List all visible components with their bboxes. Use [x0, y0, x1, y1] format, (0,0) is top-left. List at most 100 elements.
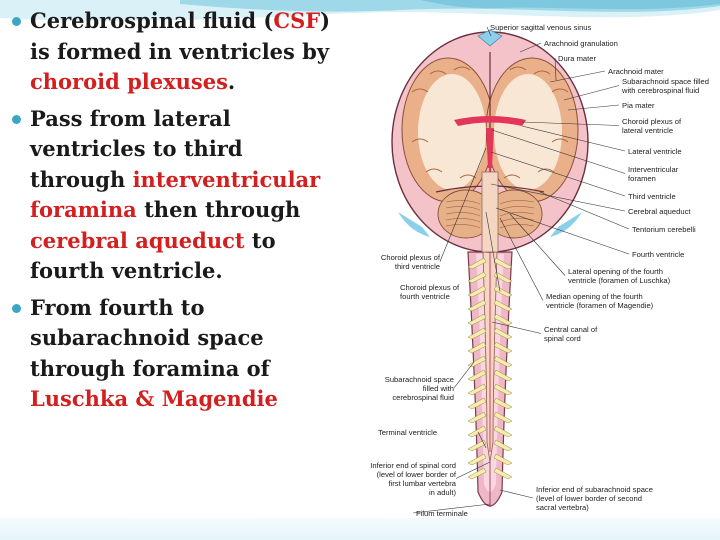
- nerve-root-left: [467, 285, 487, 298]
- nerve-root-right: [493, 285, 513, 298]
- bullet-text: ) is formed in ventricles by: [30, 8, 331, 64]
- diagram-label-text: Tentorium cerebelli: [632, 225, 696, 234]
- folium-line: [445, 212, 481, 217]
- bullet-dot-icon: [12, 17, 21, 26]
- cortical-gyri: [411, 66, 569, 179]
- diagram-label-text: lateral ventricle: [622, 126, 673, 135]
- highlighted-term: CSF: [273, 8, 321, 33]
- diagram-label-text: Lateral opening of the fourth: [568, 267, 663, 276]
- gyrus-fold: [459, 174, 477, 179]
- diagram-label-text: Median opening of the fourth: [546, 292, 643, 301]
- folium-line: [499, 224, 535, 229]
- right-white-matter: [494, 74, 562, 190]
- bullet-text: then through: [136, 197, 301, 222]
- diagram-label-text: Choroid plexus of: [400, 283, 460, 292]
- nerve-root-right: [493, 453, 513, 466]
- folium-line: [499, 206, 535, 211]
- folium-line: [445, 218, 481, 223]
- diagram-label-text: Lateral ventricle: [628, 147, 682, 156]
- brainstem: [481, 171, 499, 253]
- diagram-label-text: sacral vertebra): [536, 503, 589, 512]
- diagram-label-text: ventricle (foramen of Luschka): [568, 276, 671, 285]
- highlighted-term: Luschka & Magendie: [30, 386, 278, 411]
- label-leader-line: [519, 42, 542, 53]
- label-leader-line: [521, 121, 620, 126]
- highlighted-term: cerebral aqueduct: [30, 227, 245, 253]
- nerve-root-left: [467, 257, 487, 270]
- folium-line: [499, 218, 535, 223]
- nerve-root-right: [493, 397, 513, 410]
- nerve-root-left: [467, 383, 487, 396]
- label-leader-line: [495, 207, 630, 255]
- label-leader-line: [549, 70, 606, 83]
- bullet-dot-icon: [12, 303, 21, 313]
- folium-line: [499, 200, 535, 205]
- nerve-root-left: [467, 425, 487, 438]
- label-leader-line: [477, 431, 487, 449]
- diagram-label-text: Central canal of: [544, 325, 598, 334]
- nerve-root-left: [467, 467, 487, 480]
- subarachnoid-csf-right: [550, 212, 582, 237]
- diagram-label-text: Inferior end of spinal cord: [370, 461, 456, 470]
- subarachnoid-csf-left: [398, 212, 430, 237]
- diagram-label-text: spinal cord: [544, 334, 581, 343]
- bullet-text: to fourth ventricle.: [30, 227, 276, 284]
- label-leader-line: [485, 211, 501, 292]
- nerve-root-left: [467, 313, 487, 326]
- label-leader-line: [453, 361, 475, 389]
- spinal-nerve-roots: [467, 257, 513, 480]
- label-leader-line: [539, 191, 630, 230]
- nerve-root-left: [467, 439, 487, 452]
- label-leader-line: [439, 147, 487, 262]
- diagram-label-text: with cerebrospinal fluid: [621, 86, 699, 95]
- gyrus-fold: [503, 174, 521, 179]
- diagram-canvas: Superior sagittal venous sinusArachnoid …: [370, 23, 709, 518]
- diagram-label-text: first lumbar vertebra: [388, 479, 456, 488]
- left-white-matter: [418, 74, 486, 190]
- folium-line: [499, 212, 535, 217]
- gyrus-fold: [411, 138, 429, 143]
- diagram-label-text: in adult): [429, 488, 456, 497]
- diagram-label-text: third ventricle: [395, 262, 440, 271]
- label-leader-line: [563, 85, 620, 101]
- diagram-label-text: (level of lower border of: [377, 470, 457, 479]
- bullet-text: From fourth to subarachnoid space throug…: [30, 294, 270, 381]
- diagram-label-text: filled with: [423, 384, 454, 393]
- diagram-label-text: cerebrospinal fluid: [392, 393, 454, 402]
- diagram-label-text: Arachnoid mater: [608, 67, 664, 76]
- nerve-root-left: [467, 299, 487, 312]
- bullet-item: From fourth to subarachnoid space throug…: [10, 293, 345, 415]
- diagram-label-text: Dura mater: [558, 54, 596, 63]
- nerve-root-right: [493, 383, 513, 396]
- diagram-label-text: foramen: [628, 174, 656, 183]
- gyrus-fold: [537, 168, 555, 173]
- top-decorative-band: [0, 0, 720, 30]
- label-leader-line: [499, 489, 534, 499]
- bullet-text: Cerebrospinal fluid (: [30, 8, 274, 33]
- nerve-root-left: [467, 453, 487, 466]
- diagram-label-text: Choroid plexus of: [381, 253, 441, 262]
- nerve-root-right: [493, 327, 513, 340]
- nerve-root-right: [493, 411, 513, 424]
- highlighted-term: interventricular foramina: [30, 166, 321, 223]
- third-ventricle: [486, 128, 494, 168]
- diagram-label-text: fourth ventricle: [400, 292, 450, 301]
- diagram-label-text: Pia mater: [622, 101, 655, 110]
- diagram-label-text: Inferior end of subarachnoid space: [536, 485, 653, 494]
- nerve-root-left: [467, 411, 487, 424]
- nerve-root-left: [467, 341, 487, 354]
- diagram-label-text: Arachnoid granulation: [544, 39, 618, 48]
- nerve-root-right: [493, 341, 513, 354]
- bullet-text: .: [227, 69, 236, 94]
- gyrus-fold: [425, 168, 443, 173]
- diagram-label-text: Cerebral aqueduct: [628, 207, 691, 216]
- nerve-root-right: [493, 467, 513, 480]
- nerve-root-left: [467, 397, 487, 410]
- bullet-dot-icon: [12, 114, 21, 124]
- superior-sinus-csf: [477, 29, 503, 47]
- label-leader-line: [491, 321, 542, 334]
- bullet-item: Cerebrospinal fluid (CSF) is formed in v…: [10, 6, 345, 98]
- diagram-label-text: Interventricular: [628, 165, 679, 174]
- diagram-label-text: Third ventricle: [628, 192, 676, 201]
